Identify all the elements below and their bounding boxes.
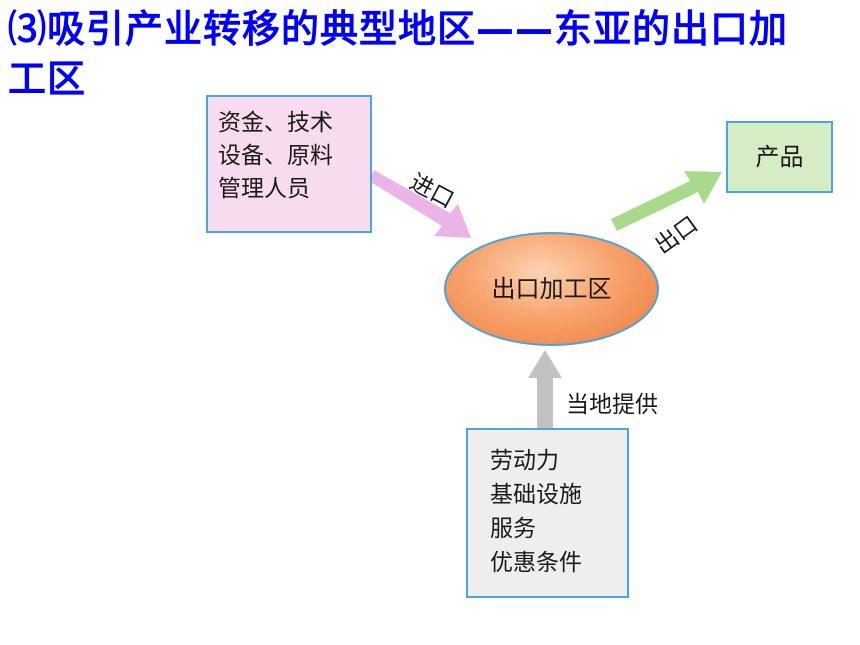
import-arrow [369,170,471,238]
slide-title: ⑶吸引产业转移的典型地区——东亚的出口加工区 [8,7,789,101]
inputs-line: 资金、技术 [218,110,333,136]
export-arrow [611,171,722,231]
local-supply-box: 劳动力 基础设施 服务 优惠条件 [466,428,629,598]
export-processing-zone: 出口加工区 [444,232,659,346]
local-line: 服务 [490,516,536,542]
inputs-line: 管理人员 [218,176,310,202]
inputs-box: 资金、技术 设备、原料 管理人员 [206,95,372,233]
local-line: 优惠条件 [490,550,582,576]
product-label: 产品 [755,143,804,171]
product-box: 产品 [726,121,833,193]
local-line: 劳动力 [490,448,559,474]
inputs-line: 设备、原料 [218,143,333,169]
local-line: 基础设施 [490,482,582,508]
zone-label: 出口加工区 [491,275,612,303]
local-supply-label: 当地提供 [566,392,658,418]
local-arrow [528,350,562,428]
